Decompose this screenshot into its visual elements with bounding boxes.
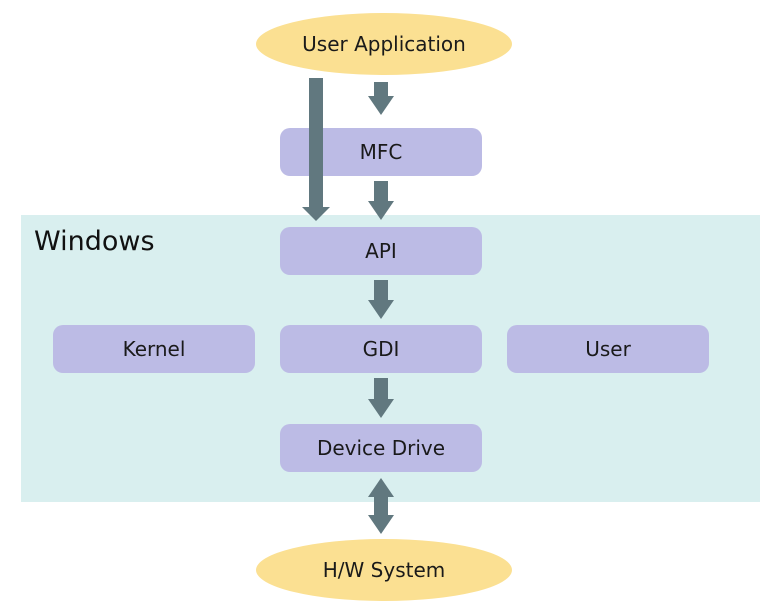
device-drive-label: Device Drive bbox=[316, 436, 446, 460]
user-application-label: User Application bbox=[302, 32, 466, 56]
user-application-node: User Application bbox=[256, 13, 512, 75]
api-label: API bbox=[365, 239, 397, 263]
kernel-box: Kernel bbox=[53, 325, 255, 373]
mfc-box: MFC bbox=[280, 128, 482, 176]
api-box: API bbox=[280, 227, 482, 275]
gdi-box: GDI bbox=[280, 325, 482, 373]
arrow-app-to-mfc bbox=[368, 82, 394, 115]
windows-label: Windows bbox=[34, 226, 155, 257]
gdi-label: GDI bbox=[362, 337, 400, 361]
hw-system-node: H/W System bbox=[256, 539, 512, 601]
mfc-label: MFC bbox=[359, 140, 403, 164]
user-label: User bbox=[585, 337, 631, 361]
device-drive-box: Device Drive bbox=[280, 424, 482, 472]
user-box: User bbox=[507, 325, 709, 373]
hw-system-label: H/W System bbox=[322, 558, 446, 582]
kernel-label: Kernel bbox=[122, 337, 186, 361]
